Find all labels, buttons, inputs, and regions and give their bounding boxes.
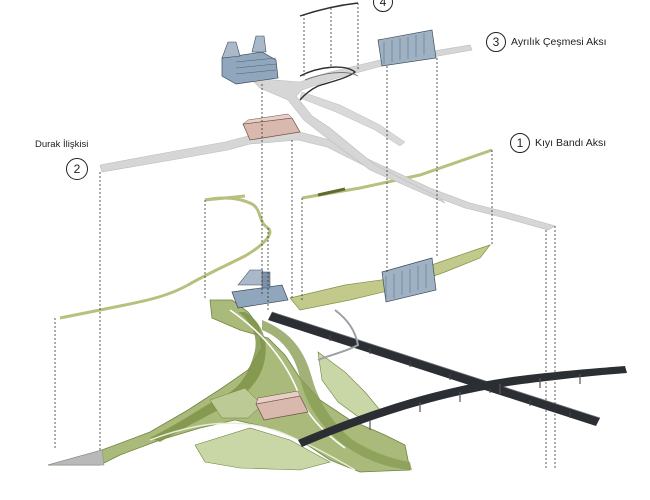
park-patch-3 xyxy=(209,387,263,419)
callout-2-number: 2 xyxy=(66,158,88,180)
bridge-top-arc xyxy=(299,2,359,17)
callout-1: 1 Kıyı Bandı Aksı xyxy=(510,133,606,153)
route-durak xyxy=(99,131,556,231)
viaducts xyxy=(268,309,627,447)
callout-2-label: Durak İlişkisi xyxy=(35,139,89,150)
callout-3: 3 Ayrılık Çeşmesi Aksı xyxy=(486,32,607,52)
coastal-axis-layer xyxy=(59,148,493,320)
river-channel xyxy=(262,320,412,470)
viaduct-diagonal-supports xyxy=(329,335,571,418)
bridge-layer xyxy=(299,2,359,101)
gray-route-layer xyxy=(99,44,556,231)
viaduct-curved-supports xyxy=(369,374,581,430)
callout-3-number: 3 xyxy=(486,32,506,52)
pedestrian-ramp xyxy=(317,309,360,361)
viaduct-diagonal-edge xyxy=(271,311,601,419)
bridge-helix-back xyxy=(304,72,359,81)
route-branch-right xyxy=(299,91,406,147)
upper-buildings xyxy=(221,29,437,141)
callout-4: 4 xyxy=(373,0,393,12)
callout-4-number: 4 xyxy=(373,0,393,12)
viaduct-curved xyxy=(298,366,627,447)
meander-top xyxy=(204,194,246,202)
ground-plane xyxy=(47,299,412,473)
ground-path-2 xyxy=(149,422,356,471)
park-patch-1 xyxy=(194,427,331,471)
viaduct-diagonal xyxy=(268,312,600,426)
meander-river xyxy=(59,196,272,320)
callout-3-label: Ayrılık Çeşmesi Aksı xyxy=(511,36,607,48)
coastal-axis-dark-segment xyxy=(317,187,346,197)
ground-edge-triangle xyxy=(47,449,105,466)
leader-lines xyxy=(54,3,556,470)
callout-1-label: Kıyı Bandı Aksı xyxy=(535,137,607,149)
riverbank-dark xyxy=(150,312,266,442)
callout-1-number: 1 xyxy=(510,133,530,153)
bridge-helix xyxy=(299,66,357,101)
